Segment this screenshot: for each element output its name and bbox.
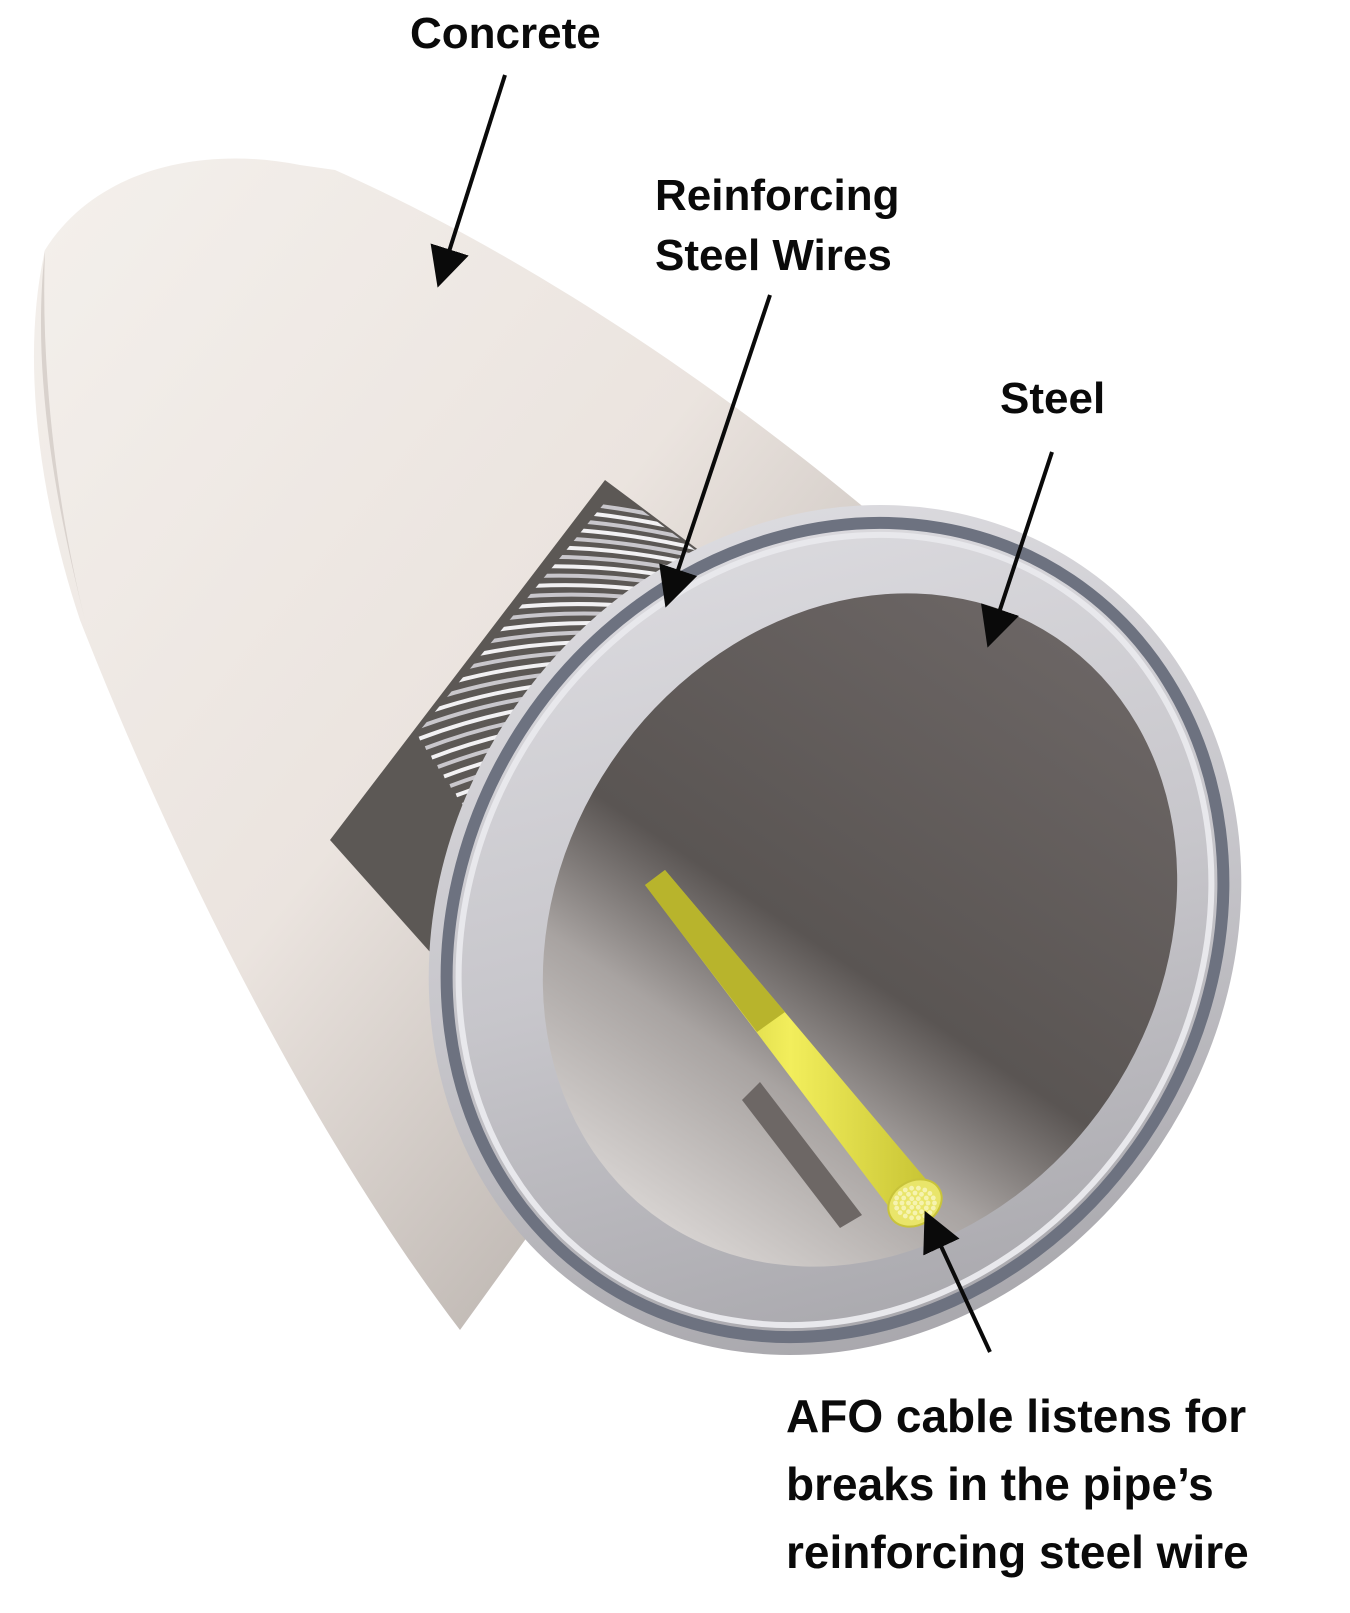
cable-fiber bbox=[902, 1213, 908, 1219]
cable-fiber bbox=[893, 1200, 898, 1206]
reinforcing-arrow bbox=[659, 294, 772, 608]
cable-fiber bbox=[909, 1204, 915, 1210]
cable-fiber bbox=[916, 1185, 921, 1191]
cable-fiber bbox=[894, 1205, 900, 1211]
concrete-end bbox=[40, 250, 85, 620]
cable-fiber bbox=[930, 1205, 936, 1211]
cable-fiber bbox=[930, 1195, 936, 1201]
reinforcing-label-line2: Steel Wires bbox=[655, 231, 892, 280]
cable-fiber bbox=[923, 1195, 929, 1201]
afo-arrow bbox=[923, 1210, 992, 1353]
cable-fiber bbox=[909, 1196, 915, 1202]
cable-fiber bbox=[925, 1200, 931, 1206]
cable-fiber bbox=[923, 1205, 929, 1211]
afo-label-line1: AFO cable listens for bbox=[786, 1390, 1246, 1442]
cable-fiber bbox=[922, 1187, 928, 1193]
cable-fiber bbox=[915, 1196, 921, 1202]
concrete-label: Concrete bbox=[410, 9, 601, 58]
cable-fiber bbox=[909, 1185, 914, 1191]
cable-fiber bbox=[894, 1195, 900, 1201]
interior-slot bbox=[742, 1082, 862, 1228]
afo-cable-dark-section bbox=[645, 870, 785, 1032]
cable-fiber bbox=[919, 1209, 924, 1215]
steel-band-highlight bbox=[455, 531, 1215, 1329]
cable-fiber bbox=[912, 1210, 918, 1216]
cable-fiber bbox=[897, 1210, 903, 1215]
cable-fiber bbox=[906, 1209, 911, 1215]
cable-fiber bbox=[916, 1215, 921, 1221]
steel-arrow bbox=[981, 451, 1054, 648]
cable-fiber bbox=[901, 1205, 907, 1211]
cable-fiber bbox=[919, 1200, 924, 1206]
pipe-interior bbox=[542, 593, 1178, 1267]
steel-label: Steel bbox=[1000, 374, 1105, 423]
afo-label-line3: reinforcing steel wire bbox=[786, 1526, 1249, 1578]
cable-fiber bbox=[922, 1213, 928, 1219]
cable-fiber bbox=[906, 1200, 911, 1206]
cable-fiber bbox=[902, 1187, 908, 1193]
cable-fiber bbox=[899, 1200, 905, 1206]
cable-fiber bbox=[927, 1191, 933, 1196]
cable-fiber bbox=[912, 1190, 918, 1196]
steel-band bbox=[440, 516, 1230, 1344]
cable-fiber bbox=[912, 1200, 918, 1206]
concrete-arrow bbox=[430, 74, 507, 288]
cable-fiber bbox=[909, 1215, 914, 1221]
afo-label-line2: breaks in the pipe’s bbox=[786, 1458, 1214, 1510]
cable-fiber bbox=[927, 1210, 933, 1215]
cable-fiber bbox=[897, 1191, 903, 1196]
reinforcing-label-line1: Reinforcing bbox=[655, 171, 899, 220]
cable-fiber bbox=[932, 1200, 937, 1206]
cable-fiber bbox=[906, 1191, 911, 1197]
cable-fiber bbox=[901, 1195, 907, 1201]
cable-fiber bbox=[919, 1191, 924, 1197]
cable-fiber bbox=[915, 1204, 921, 1210]
